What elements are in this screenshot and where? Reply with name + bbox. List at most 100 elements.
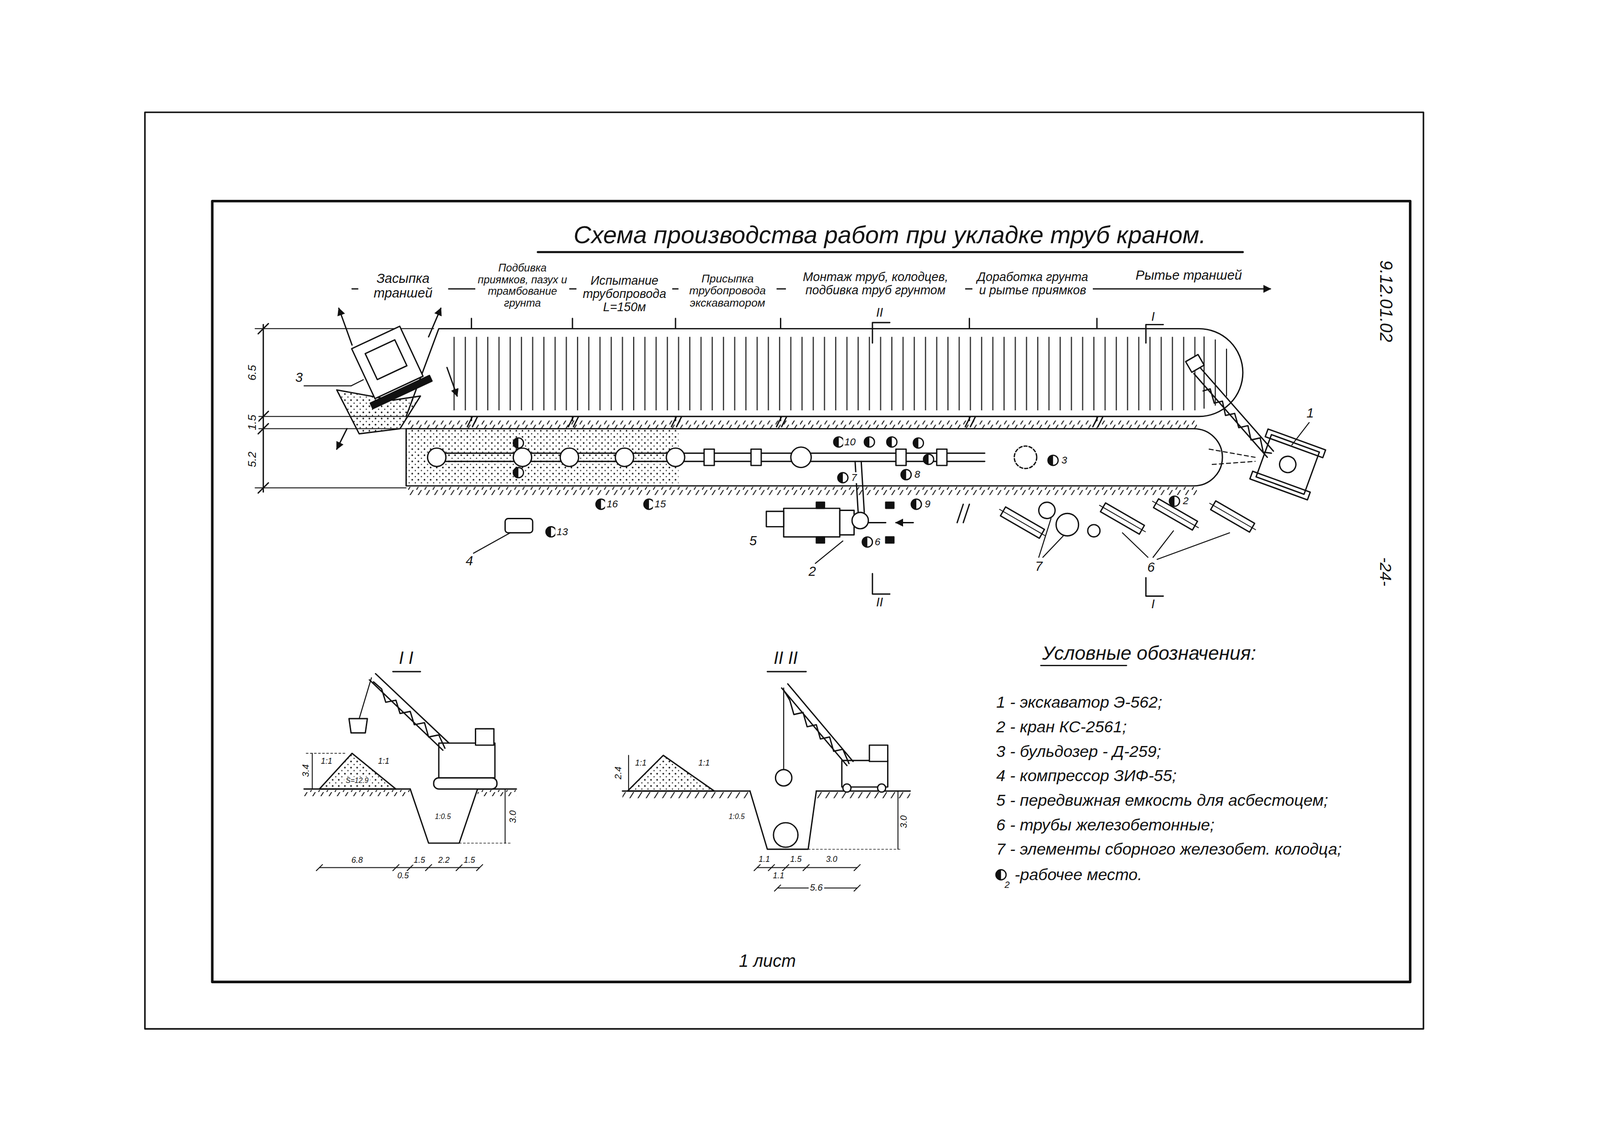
- section-1-drawing: [477, 789, 517, 796]
- drawing-label: 3.0: [824, 854, 839, 864]
- section-marks: [872, 573, 890, 594]
- bulldozer-plan: [351, 379, 364, 386]
- drawing-label: 2: [1003, 879, 1012, 890]
- section-2-drawing: [869, 744, 888, 762]
- crane-plan: [815, 540, 843, 564]
- legend-entry: 4 - компрессор ЗИФ-55;: [994, 766, 1178, 785]
- well-elements: [1056, 513, 1079, 536]
- title-underline: [537, 251, 1243, 253]
- crane-plan: [855, 461, 859, 513]
- drawing-label: II: [874, 595, 885, 609]
- drawing-label: 1:0.5: [433, 812, 453, 821]
- concrete-pipes: [1099, 504, 1146, 532]
- drawing-label: 1:1: [696, 758, 712, 768]
- section-1-drawing: [319, 867, 480, 868]
- workplace-symbols: [886, 436, 897, 447]
- concrete-pipes: [1096, 500, 1149, 537]
- spoil-bank: [448, 336, 1199, 411]
- section-1-drawing: [304, 789, 411, 796]
- drawing-label: 1:1: [633, 758, 649, 768]
- concrete-pipes: [1209, 503, 1256, 530]
- drawing-label: 13: [555, 526, 570, 538]
- section-marks: [872, 322, 890, 343]
- concrete-pipes: [1122, 532, 1149, 558]
- workplace-symbols: [923, 454, 934, 465]
- section-2-drawing: [628, 754, 629, 791]
- drawing-label: 3: [293, 370, 304, 385]
- drawing-label: 2.2: [436, 855, 452, 865]
- section-2-drawing: [775, 769, 792, 786]
- drawing-label: 9.12.01.02: [1376, 258, 1396, 344]
- drawing-label: Испытание трубопровода L=150м: [576, 274, 673, 314]
- section-1-drawing: [438, 742, 495, 778]
- drawing-label: 2: [807, 564, 818, 579]
- bulldozer-plan: [370, 375, 432, 409]
- workplace-symbols: [900, 469, 911, 480]
- well-elements: [1042, 535, 1064, 558]
- drawing-label: 3.4: [301, 762, 312, 779]
- workplace-symbols: [545, 526, 556, 537]
- section-2-drawing: [781, 683, 854, 766]
- trench-plan: [751, 448, 762, 466]
- bulldozer-plan: [304, 385, 352, 387]
- section-1-drawing: [359, 677, 372, 718]
- section-1-drawing: [392, 670, 421, 673]
- drawing-label: 3.0: [508, 808, 519, 825]
- drawing-label: Засыпка траншей: [358, 271, 448, 301]
- drawing-label: 1.5: [462, 855, 477, 865]
- concrete-pipes: [999, 509, 1046, 536]
- drawing-label: I: [1149, 309, 1156, 323]
- drawing-label: 1 лист: [737, 951, 798, 971]
- bulldozer-plan: [336, 428, 347, 450]
- trench-plan: [895, 448, 906, 466]
- drawing-label: 7: [849, 472, 858, 484]
- drawing-label: 1:1: [319, 756, 334, 766]
- trench-plan: [405, 420, 1255, 495]
- legend-entry: 5 - передвижная емкость для асбестоцем;: [994, 791, 1330, 810]
- drawing-label: 2: [1181, 495, 1190, 507]
- section-1-drawing: [459, 842, 511, 843]
- drawing-title: Схема производства работ при укладке тру…: [572, 221, 1208, 249]
- section-1-drawing: [316, 864, 484, 871]
- section-2-drawing: [773, 822, 799, 847]
- section-1-drawing: [304, 671, 517, 871]
- crane-plan: [783, 508, 840, 537]
- drawing-label: 9: [923, 498, 932, 510]
- drawing-label: II II: [772, 648, 800, 668]
- excavator-plan: [1291, 422, 1310, 445]
- trench-plan: [936, 448, 947, 466]
- spoil-bank: [405, 328, 1243, 416]
- legend-heading-underline: [1040, 664, 1127, 666]
- workplace-symbols: [644, 498, 655, 510]
- section-marks: [1145, 577, 1164, 596]
- drawing-label: 6: [873, 536, 882, 548]
- drawing-label: Присыпка трубопровода экскаватором: [678, 272, 777, 310]
- bulldozer-plan: [365, 339, 407, 380]
- drawing-label: 16: [605, 498, 620, 510]
- drawing-label: 3.0: [898, 813, 910, 830]
- section-2-drawing: [842, 783, 852, 792]
- container-plan: [766, 511, 784, 527]
- drawing-label: 5: [748, 533, 759, 548]
- excavator-plan: [1194, 367, 1274, 458]
- trench-plan: [513, 447, 532, 467]
- drawing-label: 5.6: [808, 883, 825, 894]
- workplace-symbols: [513, 467, 524, 478]
- concrete-pipes: [1207, 498, 1259, 535]
- section-2-drawing: [808, 848, 903, 850]
- drawing-label: 1:1: [376, 756, 391, 766]
- drawing-label: 6.5: [245, 363, 259, 382]
- container-plan: [766, 511, 784, 527]
- section-2-drawing: [622, 671, 911, 891]
- drawing-label: 15: [653, 498, 668, 510]
- crane-plan: [783, 461, 914, 564]
- plan-dimensions: [254, 487, 406, 489]
- workplace-symbols: [862, 536, 873, 547]
- drawing-label: 2.4: [613, 764, 624, 781]
- drawing-label: Подбивка приямков, пазух и трамбование г…: [475, 262, 570, 309]
- crane-plan: [816, 536, 825, 543]
- bulldozer-plan: [304, 308, 458, 450]
- drawing-label: 7: [1033, 559, 1044, 574]
- section-2-drawing: [622, 791, 751, 798]
